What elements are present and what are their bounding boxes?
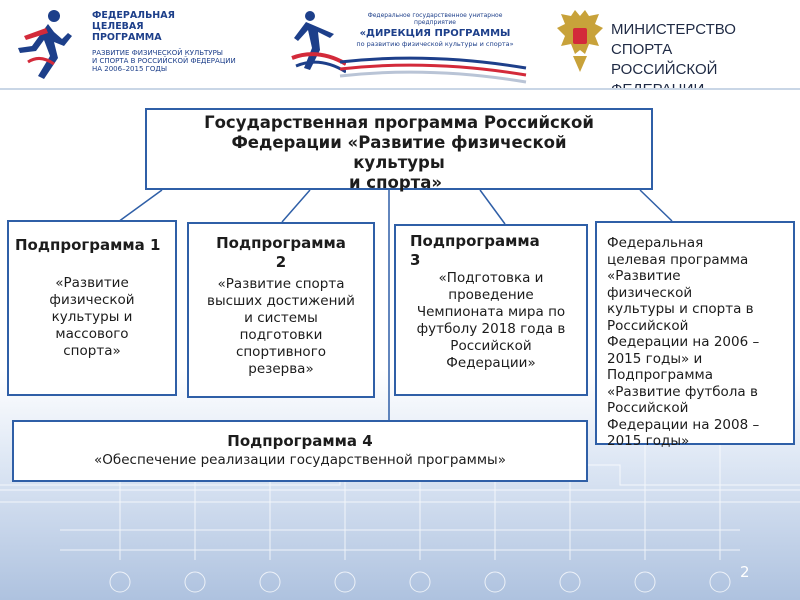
subprogram-1-box: Подпрограмма 1 «Развитие физической куль… (7, 220, 177, 396)
connector-to-federal-program (639, 189, 673, 222)
flag-stripes (339, 56, 527, 84)
federal-program-line-2: целевая программа (607, 251, 749, 268)
federal-program-sub-2: И СПОРТА В РОССИЙСКОЙ ФЕДЕРАЦИИ (92, 57, 236, 65)
federal-program-line-1: Федеральная (607, 235, 704, 251)
subprogram-2-body: «Развитие спорта высших достижений и сис… (189, 276, 373, 378)
page-number: 2 (740, 563, 750, 581)
federal-program-line-13: 2015 годы» (607, 433, 690, 449)
directorate-bottom: по развитию физической культуры и спорта… (356, 40, 514, 48)
subprogram-2-line-6: резерва» (248, 361, 314, 377)
state-program-title-line-2: Федерации «Развитие физической (231, 133, 567, 152)
directorate-text: Федеральное государственное унитарное пр… (346, 12, 524, 48)
subprogram-1-body: «Развитие физической культуры и массовог… (9, 275, 175, 360)
state-program-title-line-3: культуры (353, 153, 445, 172)
subprogram-3-line-6: Федерации» (446, 355, 536, 371)
federal-program-line-12: Федерации на 2008 – (607, 416, 760, 433)
subprogram-2-box: Подпрограмма 2 «Развитие спорта высших д… (187, 222, 375, 398)
subprogram-1-line-5: спорта» (63, 343, 121, 359)
connector-to-subprogram-1 (117, 189, 163, 223)
federal-program-line-4: физической (607, 284, 693, 301)
federal-program-line-7: Федерации на 2006 – (607, 334, 760, 350)
ministry-line-1: МИНИСТЕРСТВО СПОРТА (611, 21, 736, 58)
subprogram-1-title: Подпрограмма 1 (15, 236, 161, 254)
directorate-main: «ДИРЕКЦИЯ ПРОГРАММЫ (359, 28, 511, 39)
blueprint-drawing (0, 440, 800, 593)
federal-program-line-8: 2015 годы» и (607, 350, 703, 367)
state-program-title: Государственная программа Российской Фед… (147, 110, 651, 193)
federal-program-line-11: Российской (607, 400, 689, 416)
subprogram-3-title: Подпрограмма 3 (396, 232, 586, 270)
subprogram-1-line-1: «Развитие (55, 275, 129, 291)
subprogram-2-title-line-1: Подпрограмма (216, 234, 346, 252)
subprogram-2-line-2: высших достижений (207, 293, 355, 309)
subprogram-1-line-3: культуры и (51, 309, 133, 325)
subprogram-2-line-3: и системы (244, 310, 318, 326)
federal-program-line-10: «Развитие футбола в (607, 383, 758, 400)
subprogram-3-box: Подпрограмма 3 «Подготовка и проведение … (394, 224, 588, 396)
subprogram-3-line-4: футболу 2018 года в (416, 321, 566, 337)
state-program-title-line-4: и спорта» (349, 173, 442, 192)
directorate-logo: Федеральное государственное унитарное пр… (290, 8, 530, 84)
subprogram-2-line-4: подготовки (239, 327, 323, 343)
federal-program-line-5: культуры и спорта в (607, 301, 754, 317)
connector-to-subprogram-2 (281, 189, 311, 223)
header: ФЕДЕРАЛЬНАЯ ЦЕЛЕВАЯ ПРОГРАММА РАЗВИТИЕ Ф… (0, 0, 800, 98)
subprogram-4-title: Подпрограмма 4 (227, 432, 373, 450)
federal-program-title-2: ЦЕЛЕВАЯ (92, 21, 144, 32)
connector-to-subprogram-3 (479, 189, 506, 225)
subprogram-4-body: «Обеспечение реализации государственной … (94, 452, 506, 468)
federal-program-sub-3: НА 2006–2015 ГОДЫ (92, 65, 168, 73)
subprogram-3-title-line-1: Подпрограмма (410, 232, 540, 250)
subprogram-1-line-2: физической (49, 292, 135, 308)
subprogram-2-title-line-2: 2 (275, 253, 287, 271)
state-program-box: Государственная программа Российской Фед… (145, 108, 653, 193)
federal-program-logo: ФЕДЕРАЛЬНАЯ ЦЕЛЕВАЯ ПРОГРАММА РАЗВИТИЕ Ф… (10, 6, 240, 84)
federal-program-line-3: «Развитие (607, 268, 681, 284)
federal-program-sub-1: РАЗВИТИЕ ФИЗИЧЕСКОЙ КУЛЬТУРЫ (92, 49, 223, 57)
state-program-title-line-1: Государственная программа Российской (204, 113, 594, 132)
subprogram-3-line-5: Российской (450, 338, 532, 354)
subprogram-4-box: Подпрограмма 4 «Обеспечение реализации г… (12, 420, 588, 482)
subprogram-3-line-2: проведение (448, 287, 534, 303)
subprogram-1-line-4: массового (55, 326, 129, 342)
federal-target-program-body: Федеральная целевая программа «Развитие … (597, 235, 793, 450)
subprogram-2-line-1: «Развитие спорта (217, 276, 345, 292)
federal-program-title-1: ФЕДЕРАЛЬНАЯ (92, 10, 175, 21)
subprogram-3-line-3: Чемпионата мира по (416, 304, 566, 320)
subprogram-3-line-1: «Подготовка и (438, 270, 544, 286)
federal-program-title-3: ПРОГРАММА (92, 32, 162, 43)
runner-logo-icon (18, 10, 72, 79)
header-divider (0, 88, 800, 90)
subprogram-3-body: «Подготовка и проведение Чемпионата мира… (396, 270, 586, 372)
directorate-top: Федеральное государственное унитарное пр… (367, 12, 503, 26)
federal-program-line-6: Российской (607, 317, 689, 334)
subprogram-3-title-line-2: 3 (410, 251, 421, 269)
federal-program-text: ФЕДЕРАЛЬНАЯ ЦЕЛЕВАЯ ПРОГРАММА РАЗВИТИЕ Ф… (92, 10, 236, 73)
subprogram-2-title: Подпрограмма 2 (189, 234, 373, 272)
double-headed-eagle-emblem-icon (557, 10, 603, 72)
subprogram-2-line-5: спортивного (235, 344, 327, 360)
federal-target-program-box: Федеральная целевая программа «Развитие … (595, 221, 795, 449)
federal-program-line-9: Подпрограмма (607, 367, 713, 383)
